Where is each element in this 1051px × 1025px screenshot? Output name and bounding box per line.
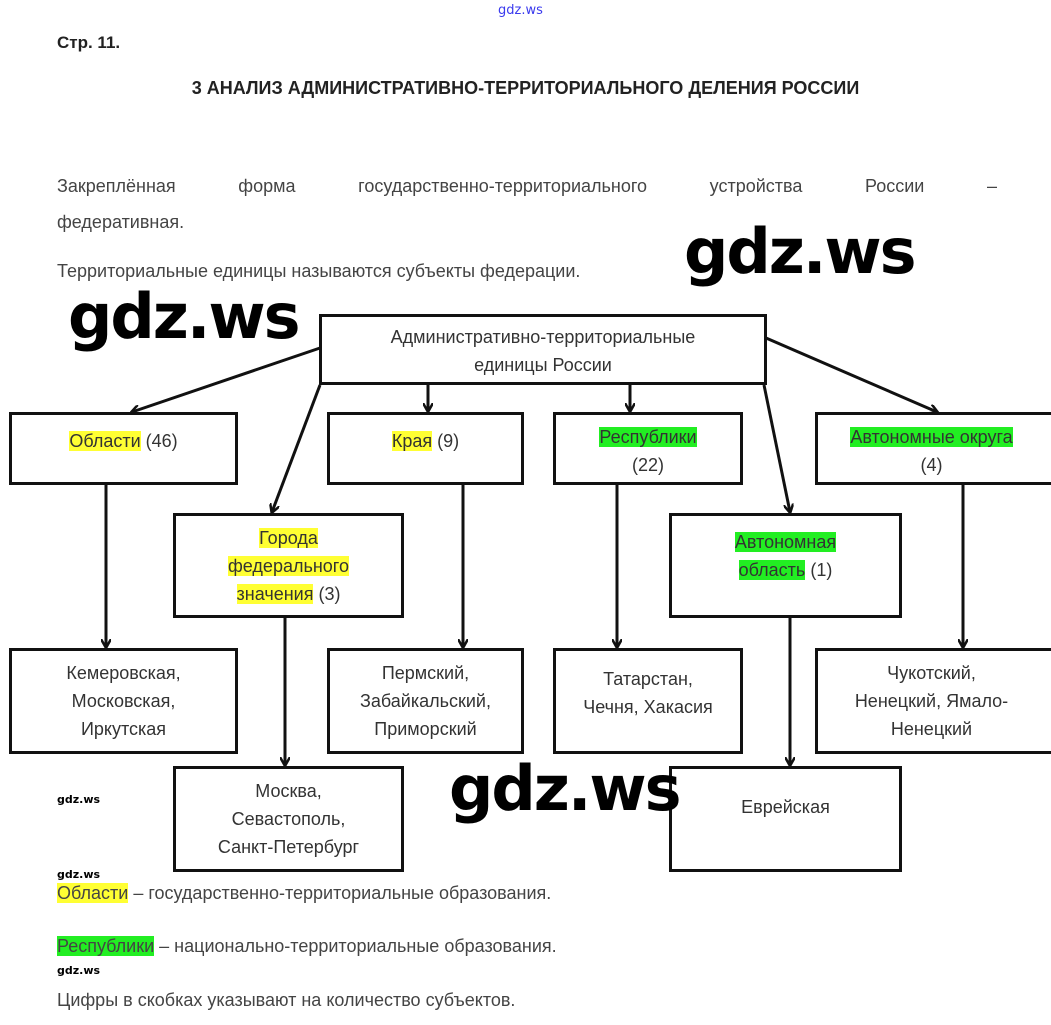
example-line: Приморский bbox=[374, 719, 477, 739]
page-number: Стр. 11. bbox=[57, 33, 121, 52]
goroda-label-1: Города bbox=[259, 528, 318, 548]
avt-oblast-box: Автономная область (1) bbox=[669, 513, 902, 618]
example-line: Ненецкий bbox=[890, 719, 973, 739]
watermark-small: gdz.ws bbox=[57, 964, 101, 977]
legend-oblasti: Области – государственно-территориальные… bbox=[57, 876, 997, 910]
okruga-count: (4) bbox=[920, 455, 943, 475]
respubliki-examples-box: Татарстан, Чечня, Хакасия bbox=[553, 648, 743, 754]
respubliki-box: Республики (22) bbox=[553, 412, 743, 485]
goroda-examples-box: Москва, Севастополь, Санкт-Петербург bbox=[173, 766, 404, 872]
respubliki-label: Республики bbox=[599, 427, 697, 447]
example-line: Московская, bbox=[71, 691, 176, 711]
goroda-count: (3) bbox=[318, 584, 341, 604]
avt-oblast-label-1: Автономная bbox=[734, 532, 837, 552]
kraya-count: (9) bbox=[437, 431, 460, 451]
page-title: 3 АНАЛИЗ АДМИНИСТРАТИВНО-ТЕРРИТОРИАЛЬНОГ… bbox=[191, 78, 860, 98]
avt-oblast-label-2: область bbox=[738, 560, 806, 580]
avt-oblast-examples-box: Еврейская bbox=[669, 766, 902, 872]
legend-respubliki: Республики – национально-территориальные… bbox=[57, 929, 997, 963]
example-line: Чукотский, bbox=[887, 663, 976, 683]
legend-resp-term: Республики bbox=[57, 936, 155, 956]
paragraph-1-line-1: Закреплённая форма государственно-террит… bbox=[57, 176, 997, 196]
paragraph-2: Территориальные единицы называются субъе… bbox=[57, 261, 581, 281]
arrow-root-goroda bbox=[272, 384, 322, 512]
example-line: Москва, bbox=[255, 781, 322, 801]
goroda-label-2: федерального bbox=[228, 556, 349, 576]
arrow-root-okruga bbox=[765, 336, 937, 412]
example-line: Татарстан, bbox=[603, 669, 693, 689]
example-line: Иркутская bbox=[80, 719, 167, 739]
arrow-root-oblasti bbox=[132, 346, 321, 412]
watermark: gdz.ws bbox=[449, 752, 682, 825]
okruga-box: Автономные округа (4) bbox=[815, 412, 1051, 485]
goroda-label-3: значения bbox=[236, 584, 314, 604]
okruga-examples-box: Чукотский, Ненецкий, Ямало- Ненецкий bbox=[815, 648, 1051, 754]
watermark-top[interactable]: gdz.ws bbox=[498, 3, 543, 18]
paragraph-1-line-2: федеративная. bbox=[57, 212, 185, 232]
oblasti-count: (46) bbox=[145, 431, 178, 451]
example-line: Севастополь, bbox=[231, 809, 346, 829]
kraya-examples-box: Пермский, Забайкальский, Приморский bbox=[327, 648, 524, 754]
example-line: Ненецкий, Ямало- bbox=[854, 691, 1009, 711]
goroda-box: Города федерального значения (3) bbox=[173, 513, 404, 618]
arrow-root-avt-oblast bbox=[762, 384, 790, 512]
example-line: Кемеровская, bbox=[66, 663, 181, 683]
oblasti-box: Области (46) bbox=[9, 412, 238, 485]
watermark: gdz.ws bbox=[684, 215, 917, 288]
root-line-1: Административно-территориальные bbox=[390, 327, 696, 347]
example-line: Санкт-Петербург bbox=[217, 837, 360, 857]
oblasti-examples-box: Кемеровская, Московская, Иркутская bbox=[9, 648, 238, 754]
root-box: Административно-территориальные единицы … bbox=[319, 314, 767, 385]
kraya-label: Края bbox=[391, 431, 433, 451]
respubliki-count: (22) bbox=[631, 455, 664, 475]
legend-oblasti-def: – государственно-территориальные образов… bbox=[128, 883, 552, 903]
oblasti-label: Области bbox=[69, 431, 141, 451]
legend-resp-def: – национально-территориальные образовани… bbox=[154, 936, 557, 956]
okruga-label: Автономные округа bbox=[850, 427, 1013, 447]
root-line-2: единицы России bbox=[474, 355, 612, 375]
watermark-small: gdz.ws bbox=[57, 868, 101, 881]
example-line: Чечня, Хакасия bbox=[583, 697, 713, 717]
avt-oblast-count: (1) bbox=[810, 560, 833, 580]
example-line: Забайкальский, bbox=[360, 691, 491, 711]
kraya-box: Края (9) bbox=[327, 412, 524, 485]
example-line: Пермский, bbox=[381, 663, 470, 683]
watermark-small: gdz.ws bbox=[57, 793, 101, 806]
legend-note: Цифры в скобках указывают на количество … bbox=[57, 990, 516, 1010]
example-line: Еврейская bbox=[741, 797, 830, 817]
watermark: gdz.ws bbox=[68, 280, 301, 353]
legend-oblasti-term: Области bbox=[57, 883, 129, 903]
